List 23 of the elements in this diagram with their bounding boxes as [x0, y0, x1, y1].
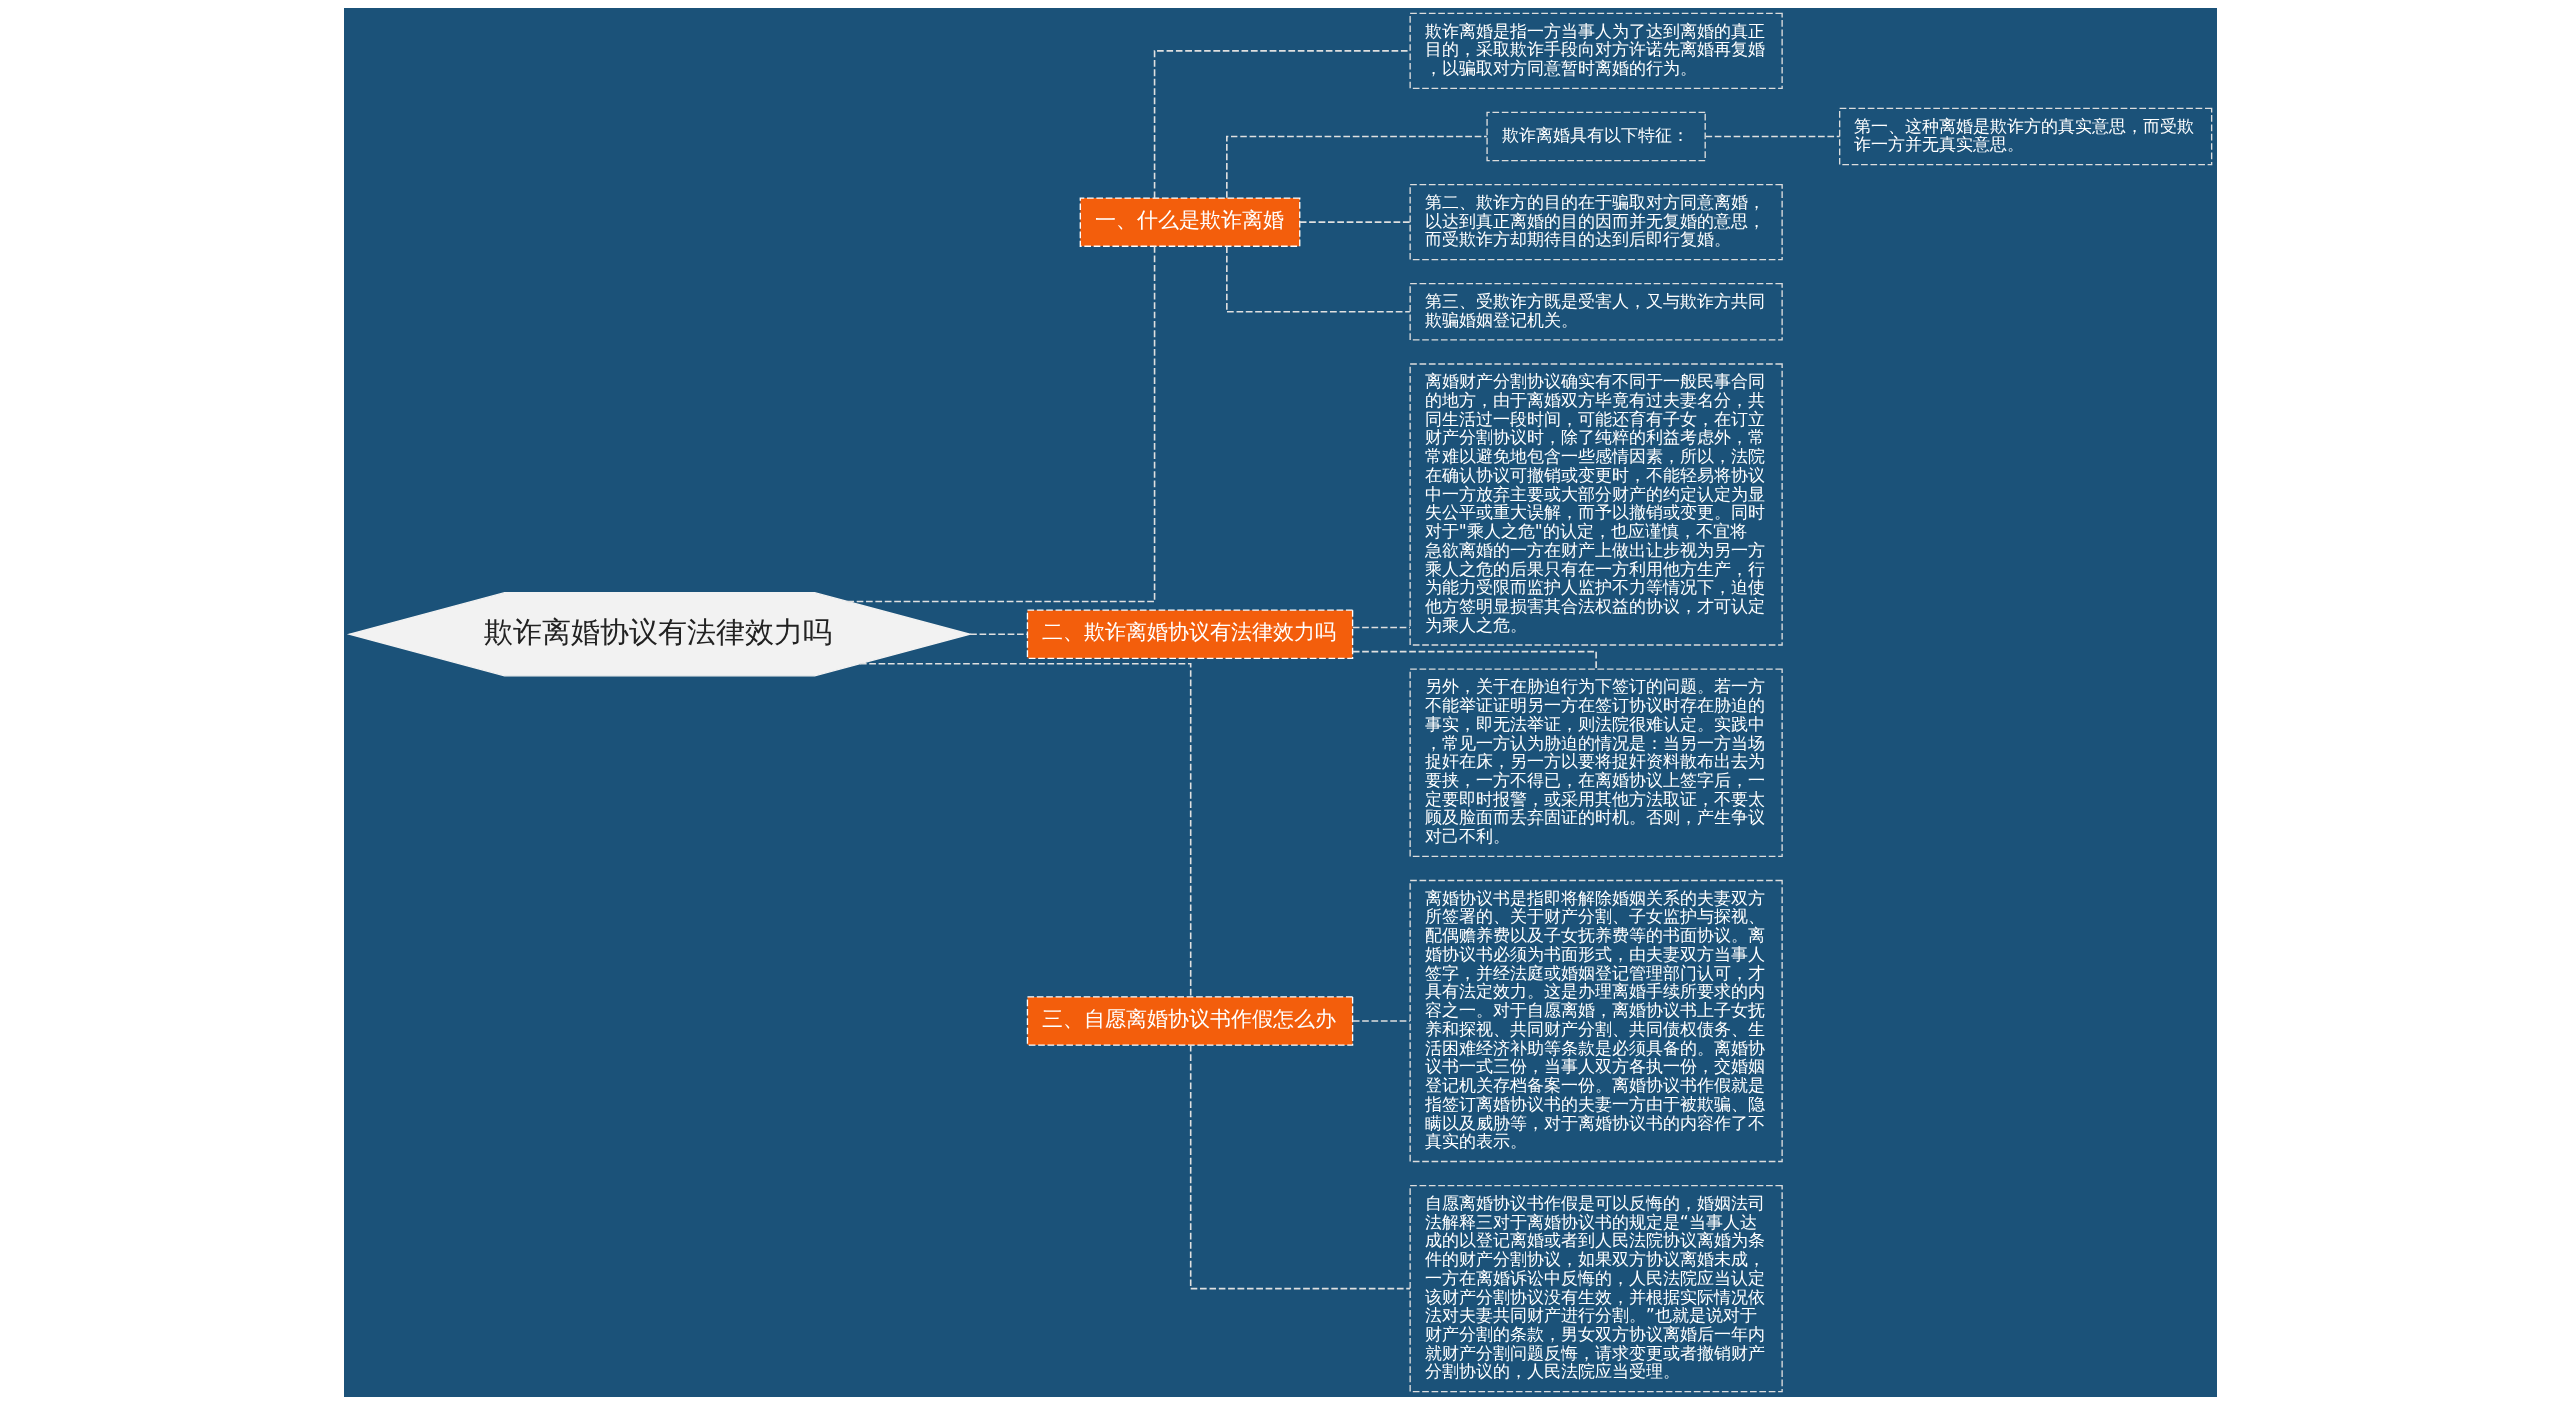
node-box: 三、自愿离婚协议书作假怎么办: [1026, 996, 1353, 1046]
node-box: 欺诈离婚是指一方当事人为了达到离婚的真正目的，采取欺诈手段向对方许诺先离婚再复婚，以骗取对方同意暂时离婚的行为。: [1408, 12, 1783, 89]
connector: [1704, 135, 1840, 138]
node-box: 二、欺诈离婚协议有法律效力吗: [1026, 609, 1353, 659]
node-box: 第一、这种离婚是欺诈方的真实意思，而受欺诈一方并无真实意思。: [1838, 107, 2212, 166]
node-box: 另外，关于在胁迫行为下签订的问题。若一方不能举证证明另一方在签订协议时存在胁迫的事实，即无法举证，则法院很难认定。实践中，常见一方认为胁迫的情况是：当另一方当场捉奸在床，另一方以要将捉奸资料散布出去为要挟，一方不得已，在离婚协议上签字后，一定要即时报警，或采用其他方法取证，不要太顾及脸面而丢弃固证的时机。否则，产生争议对己不利。: [1408, 668, 1783, 858]
node-box: 自愿离婚协议书作假是可以反悔的，婚姻法司法解释三对于离婚协议书的规定是“当事人达成的以登记离婚或者到人民法院协议离婚为条件的财产分割协议，如果双方协议离婚未成，一方在离婚诉讼中反悔的，人民法院应当认定该财产分割协议没有生效，并根据实际情况依法对夫妻共同财产进行分割。”也就是说对于财产分割的条款，男女双方协议离婚后一年内就财产分割问题反悔，请求变更或者撤销财产分割协议的，人民法院应当受理。: [1408, 1184, 1783, 1393]
node-box: 欺诈离婚具有以下特征：: [1485, 111, 1706, 162]
node-box: 离婚协议书是指即将解除婚姻关系的夫妻双方所签署的、关于财产分割、子女监护与探视、配偶赡养费以及子女抚养费等的书面协议。离婚协议书必须为书面形式，由夫妻双方当事人签字，并经法庭或婚姻登记管理部门认可，才具有法定效力。这是办理离婚手续所要求的内容之一。对于自愿离婚，离婚协议书上子女抚养和探视、共同财产分割、共同债权债务、生活困难经济补助等条款是必须具备的。离婚协议书一式三份，当事人双方各执一份，交婚姻登记机关存档备案一份。离婚协议书作假就是指签订离婚协议书的夫妻一方由于被欺骗、隐瞒以及威胁等，对于离婚协议书的内容作了不真实的表示。: [1408, 879, 1783, 1163]
connector: [846, 245, 1155, 603]
connector: [1298, 221, 1411, 223]
connector: [858, 662, 1191, 998]
connector: [1351, 1020, 1411, 1022]
node-box: 第二、欺诈方的目的在于骗取对方同意离婚，以达到真正离婚的目的因而并无复婚的意思，而受欺诈方却期待目的达到后即行复婚。: [1408, 184, 1783, 261]
connector: [968, 633, 1028, 636]
connector: [1153, 50, 1410, 199]
node-box: 第三、受欺诈方既是受害人，又与欺诈方共同欺骗婚姻登记机关。: [1408, 283, 1783, 341]
node-box: 一、什么是欺诈离婚: [1079, 197, 1300, 247]
connector: [1225, 245, 1411, 313]
connector: [1225, 135, 1488, 199]
node-box: 离婚财产分割协议确实有不同于一般民事合同的地方，由于离婚双方毕竟有过夫妻名分，共同生活过一段时间，可能还育有子女，在订立财产分割协议时，除了纯粹的利益考虑外，常常难以避免地包含一些感情因素，所以，法院在确认协议可撤销或变更时，不能轻易将协议中一方放弃主要或大部分财产的约定认定为显失公平或重大误解，而予以撤销或变更。同时对于"乘人之危"的认定，也应谨慎，不宜将急欲离婚的一方在财产上做出让步视为另一方乘人之危的后果只有在一方利用他方生产，行为能力受限而监护人监护不力等情况下，迫使他方签明显损害其合法权益的协议，才可认定为乘人之危。: [1408, 363, 1783, 646]
connector: [1351, 626, 1411, 629]
connector: [1189, 1044, 1411, 1290]
